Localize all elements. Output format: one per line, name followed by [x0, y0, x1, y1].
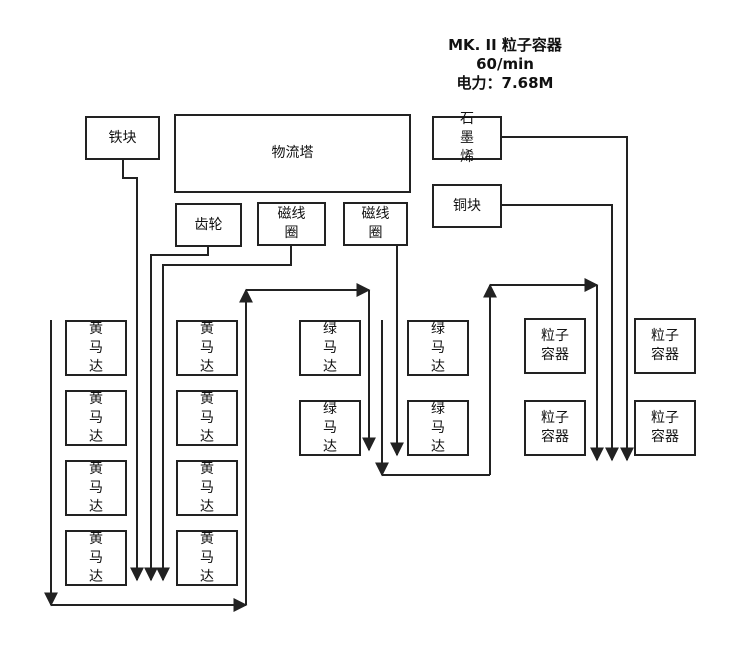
- green-motor-box: 绿马达: [407, 320, 469, 376]
- yellow-motor-box: 黄马达: [176, 320, 238, 376]
- iron-block-label: 铁块: [108, 129, 137, 146]
- yellow-motor-label: 黄马达: [200, 460, 214, 515]
- gear-box: 齿轮: [175, 203, 242, 247]
- coil-feed-line: [156, 246, 292, 582]
- yellow-motor-box: 黄马达: [176, 390, 238, 446]
- graphene-label: 石墨烯: [460, 110, 474, 165]
- power-usage: 电力：7.68M: [456, 74, 554, 92]
- yellow-motor-box: 黄马达: [65, 390, 127, 446]
- yellow-motor-label: 黄马达: [89, 320, 103, 375]
- particle-container-label: 粒子容器: [541, 410, 569, 445]
- yellow-motor-label: 黄马达: [89, 530, 103, 585]
- gear-feed-line: [144, 247, 209, 582]
- particle-container-label: 粒子容器: [651, 410, 679, 445]
- green-motor-box: 绿马达: [299, 320, 361, 376]
- yellow-motor-box: 黄马达: [65, 460, 127, 516]
- gear-label: 齿轮: [194, 216, 223, 233]
- magnetic-coil-label-2: 磁线圈: [361, 206, 390, 241]
- particle-container-box: 粒子容器: [524, 318, 586, 374]
- particle-container-label: 粒子容器: [651, 328, 679, 363]
- logistics-tower-label: 物流塔: [271, 145, 314, 161]
- graphene-feed-line: [502, 136, 634, 462]
- yellow-motor-label: 黄马达: [89, 390, 103, 445]
- magnetic-coil-box-1: 磁线圈: [257, 202, 326, 246]
- green-motor-box: 绿马达: [299, 400, 361, 456]
- production-rate: 60/min: [476, 55, 534, 73]
- yellow-motor-box: 黄马达: [176, 530, 238, 586]
- logistics-tower-box: 物流塔: [174, 114, 411, 193]
- graphene-box: 石墨烯: [432, 111, 502, 165]
- particle-container-label: 粒子容器: [541, 328, 569, 363]
- yellow-motor-label: 黄马达: [89, 460, 103, 515]
- particle-container-box: 粒子容器: [634, 400, 696, 456]
- yellow-motor-box: 黄马达: [176, 460, 238, 516]
- iron-block-box: 铁块: [85, 116, 160, 160]
- green-motor-label: 绿马达: [323, 400, 337, 455]
- copper-block-box: 铜块: [432, 184, 502, 228]
- green-motor-label: 绿马达: [431, 400, 445, 455]
- iron-feed-line: [122, 160, 144, 582]
- diagram-title: MK. II 粒子容器: [448, 36, 562, 54]
- green-motor-label: 绿马达: [431, 320, 445, 375]
- yellow-motor-box: 黄马达: [65, 320, 127, 376]
- copper-feed-line: [502, 204, 619, 462]
- green-motor-box: 绿马达: [407, 400, 469, 456]
- yellow-motor-label: 黄马达: [200, 530, 214, 585]
- particle-container-box: 粒子容器: [524, 400, 586, 456]
- copper-block-label: 铜块: [453, 197, 481, 214]
- magnetic-coil-label-1: 磁线圈: [277, 206, 306, 241]
- green-motor-label: 绿马达: [323, 320, 337, 375]
- particle-container-box: 粒子容器: [634, 318, 696, 374]
- yellow-motor-box: 黄马达: [65, 530, 127, 586]
- yellow-motor-label: 黄马达: [200, 320, 214, 375]
- magnetic-coil-box-2: 磁线圈: [343, 202, 408, 246]
- yellow-motor-label: 黄马达: [200, 390, 214, 445]
